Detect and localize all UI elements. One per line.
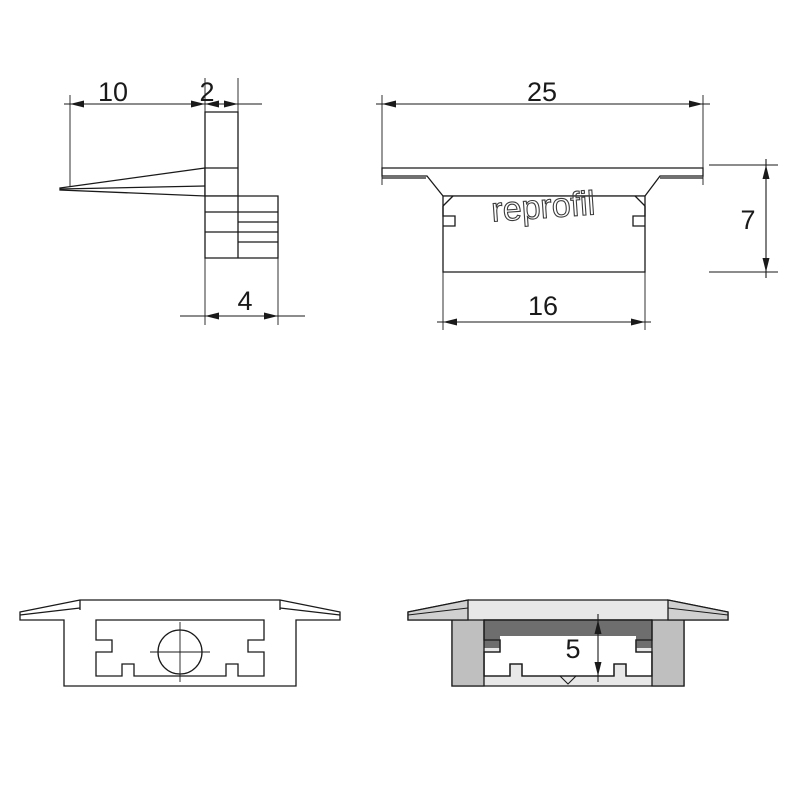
dimension-line-4	[180, 312, 305, 320]
right-wall-shade	[652, 620, 684, 686]
bottom-right-view	[407, 599, 729, 687]
dimension-label-7: 7	[740, 205, 755, 235]
dimension-label-5: 5	[565, 634, 580, 664]
dimension-label-4: 4	[237, 286, 252, 316]
dimension-label-2: 2	[199, 77, 214, 107]
left-wall-shade	[452, 620, 484, 686]
dimension-line-5	[594, 614, 602, 682]
bottom-left-view	[19, 599, 341, 687]
dimension-line-25	[376, 100, 710, 108]
top-right-view: reprofil	[376, 95, 778, 330]
dimension-label-25: 25	[527, 77, 557, 107]
dimension-line-16	[437, 318, 651, 326]
dimension-line-2	[180, 100, 262, 108]
dimension-line-7	[762, 159, 770, 278]
top-left-view	[59, 78, 305, 325]
channel-top-strip	[484, 620, 652, 636]
dimension-label-16: 16	[528, 291, 558, 321]
dimension-label-10: 10	[98, 77, 128, 107]
brand-logo-text: reprofil	[490, 184, 596, 229]
